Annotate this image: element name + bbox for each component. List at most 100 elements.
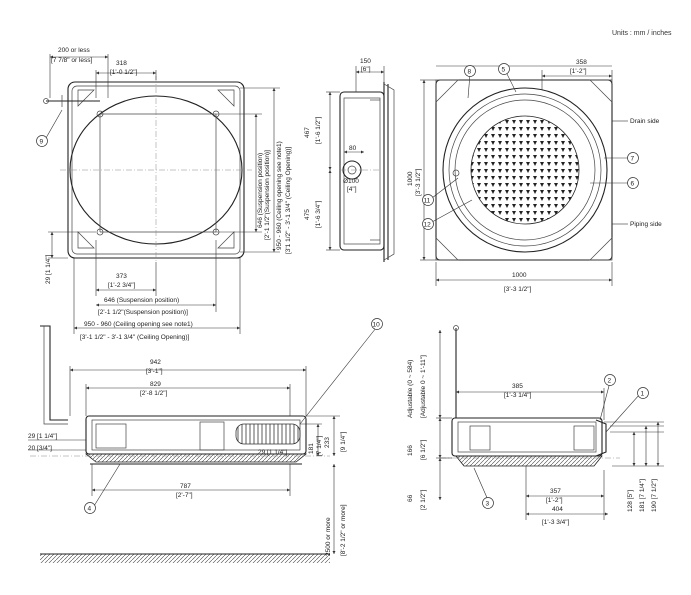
dim-text: [1'-2"]: [546, 497, 563, 504]
dim-text: 318: [116, 60, 127, 67]
dim-text: [2'-1 1/2"(Suspension position)]: [98, 309, 188, 316]
dim-text: 166: [407, 445, 414, 456]
dim-text: [6 1/2"]: [420, 439, 427, 460]
suspension-bolt: [96, 228, 104, 236]
dim-text: 646 (Suspension position): [257, 153, 264, 228]
dim-text: 475: [304, 209, 311, 220]
dim-text: [7 1/4"]: [316, 435, 323, 456]
side-view: [326, 66, 395, 262]
dim-text: [1'-6 3/4"]: [315, 200, 322, 228]
dim-text: [9 1/4"]: [340, 431, 347, 452]
dim-text: 80: [349, 145, 357, 152]
callout-9: 9: [40, 139, 44, 146]
callout-7: 7: [631, 156, 635, 163]
dim-text: 29 [1 1/4"]: [28, 433, 58, 440]
callout-3: 3: [486, 501, 490, 508]
dim-text: [3'-1 1/2" - 3'-1 3/4" (Ceiling Opening)…: [80, 334, 190, 341]
dim-text: 66: [407, 494, 414, 502]
piping-coil: [235, 423, 301, 445]
dim-text: 128 [5"]: [627, 490, 634, 512]
dim-text: [8'-2 1/2" or more]: [340, 504, 347, 556]
corner-cap: [217, 89, 235, 107]
dim-text: 467: [304, 127, 311, 138]
units-note: Units : mm / inches: [612, 30, 672, 37]
plan-view: [43, 54, 280, 334]
callout-8: 8: [468, 69, 472, 76]
dim-text: 233: [324, 437, 331, 448]
dim-text: 181: [308, 443, 315, 454]
panel-ring: [442, 87, 608, 253]
dim-text: 190 [7 1/2"]: [651, 479, 658, 512]
sensor: [452, 169, 460, 177]
callout-6: 6: [631, 181, 635, 188]
grille: [470, 115, 580, 225]
dim-text: [2'-7"]: [176, 492, 193, 499]
dim-text: [3'-3 1/2"]: [415, 168, 422, 196]
dim-text: 787: [180, 483, 191, 490]
dim-text: 373: [116, 273, 127, 280]
dim-text: 358: [576, 59, 587, 66]
piping-side-label: Piping side: [630, 221, 662, 228]
corner-cap: [77, 231, 95, 249]
corner-cap: [77, 89, 95, 107]
drain-hose: [40, 325, 68, 421]
dim-text: 950 - 960 (Ceiling opening see note1): [84, 321, 193, 328]
dim-text: [1'-3 1/4"]: [504, 392, 532, 399]
dim-text: [1'-2"]: [570, 68, 587, 75]
dim-text: 1000: [512, 272, 527, 279]
callout-5: 5: [502, 67, 506, 74]
dim-text: [3'-3 1/2"]: [504, 286, 532, 293]
callouts: 9 8 5 7 6 11 12 10 4 3 2 1: [36, 63, 649, 514]
dimension-texts: 200 or less [7 7/8" or less] 318 [1'-0 1…: [28, 47, 662, 556]
dim-text: 357: [550, 488, 561, 495]
dim-text: [1'-3 3/4"]: [542, 519, 570, 526]
dim-text: [1'-0 1/2"]: [110, 69, 138, 76]
dim-text: [2'-1 1/2"(Suspension position)]: [264, 150, 271, 240]
callout-1: 1: [641, 391, 645, 398]
dim-text: 29 [1 1/4"]: [258, 449, 288, 456]
front-elevation: [28, 325, 340, 563]
corner-cap: [217, 231, 235, 249]
dim-text: [4"]: [347, 186, 357, 193]
dim-text: 646 (Suspension position): [104, 297, 179, 304]
side-elevation: [436, 325, 664, 520]
panel-profile: [455, 455, 603, 467]
unit-body: [339, 91, 385, 251]
callout-2: 2: [608, 378, 612, 385]
dim-text: 29 [1 1/4"]: [45, 254, 52, 284]
panel-view: [420, 65, 628, 286]
dim-text: [3'-1"]: [146, 368, 163, 375]
dim-text: 150: [360, 58, 371, 65]
callout-11: 11: [424, 198, 431, 205]
dim-text: Ø100: [343, 178, 359, 185]
dim-text: 942: [150, 359, 161, 366]
dim-text: 404: [552, 506, 563, 513]
dim-text: [2 1/2"]: [420, 489, 427, 510]
dim-text: [6"]: [361, 66, 371, 73]
dim-text: 1000: [407, 171, 414, 186]
dim-text: 181 [7 1/4"]: [639, 479, 646, 512]
callout-12: 12: [424, 222, 432, 229]
callout-4: 4: [88, 506, 92, 513]
callout-10: 10: [373, 322, 381, 329]
drain-side-label: Drain side: [630, 118, 660, 125]
dim-text: 385: [512, 383, 523, 390]
dim-text: 200 or less: [58, 47, 91, 54]
dim-text: [Adjustable 0 ~ 1'-11"]: [420, 355, 427, 418]
panel-square: [435, 79, 613, 261]
floor: [40, 554, 330, 563]
dim-text: 2500 or more: [325, 517, 332, 556]
dim-text: Adjustable (0 ~ 584): [407, 360, 414, 418]
leader-lines: [45, 71, 641, 507]
suspension-bolt: [96, 110, 104, 118]
dim-text: [2'-8 1/2"]: [140, 390, 168, 397]
dim-text: [7 7/8" or less]: [51, 57, 93, 64]
dim-text: [3'1 1/2" - 3'-1 3/4" (Ceiling Opening)]: [285, 147, 292, 254]
dim-text: 829: [150, 381, 161, 388]
dim-text: [1'-2 3/4"]: [108, 282, 136, 289]
dim-text: 950 - 960 (Ceiling opening see note1): [276, 141, 283, 250]
dim-text: [1'-6 1/2"]: [315, 116, 322, 144]
dim-text: 20 [3/4"]: [28, 445, 52, 452]
